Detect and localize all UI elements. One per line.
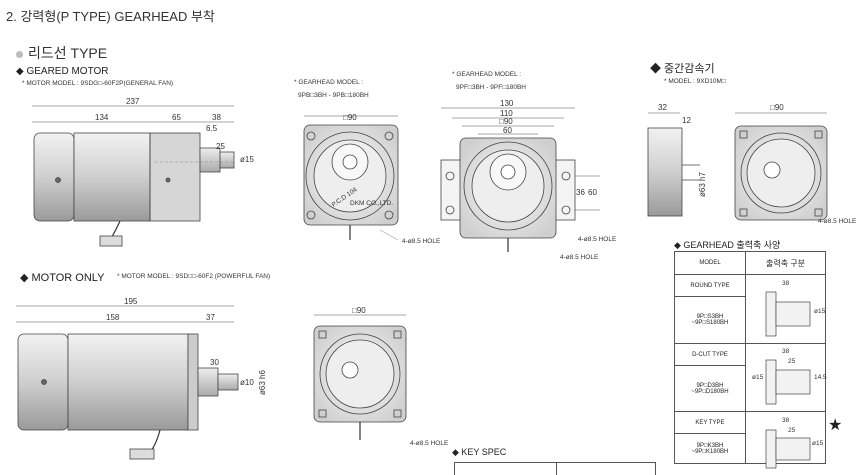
col-shaft-header: 출력축 구분: [745, 251, 826, 275]
star-icon: ★: [828, 417, 843, 434]
dim-237: 237: [126, 97, 140, 106]
dim-25: 25: [216, 142, 225, 151]
dim-key-25: 25: [788, 427, 796, 434]
intermediate-heading: ◆ 중간감속기: [650, 63, 715, 75]
dim-round-38: 38: [782, 280, 790, 287]
row-models-key: 9P□K3BH~9P□K180BH: [674, 433, 746, 464]
dim-phi10: ø10: [240, 378, 254, 387]
gearhead-1-heading: * GEARHEAD MODEL :: [294, 79, 364, 86]
bullet-icon: [16, 50, 23, 58]
dim-30: 30: [210, 358, 219, 367]
gearhead-2-models: 9PF□3BH - 9PF□180BH: [456, 84, 526, 91]
hole-label-mo: 4-ø8.5 HOLE: [410, 440, 449, 447]
dim-60-top: 60: [503, 126, 512, 135]
dim-60-side: 60: [588, 188, 597, 197]
dim-110: 110: [500, 109, 513, 118]
geared-motor-side-view: [32, 105, 235, 247]
dim-134: 134: [95, 113, 109, 122]
dim-dcut-phi15: ø15: [752, 374, 764, 381]
section-title: 리드선 TYPE: [16, 43, 107, 63]
company-label-1: DKM CO.,LTD.: [350, 200, 394, 207]
dim-38: 38: [212, 113, 221, 122]
motor-only-side-view: [16, 305, 239, 460]
gearhead-output-table: MODEL 출력축 구분 ROUND TYPE 9P□S3BH~9P□S180B…: [674, 251, 826, 464]
key-spec-heading: ◆ KEY SPEC: [452, 447, 507, 457]
motor-only-front-view: [313, 314, 407, 440]
dim-65: 65: [172, 113, 181, 122]
hole-label-3: 4-ø8.5 HOLE: [560, 254, 599, 261]
dim-6-5: 6.5: [206, 124, 218, 133]
motor-only-model: * MOTOR MODEL : 9SD□□-60F2 (POWERFUL FAN…: [117, 273, 271, 280]
gearhead-2-front-view: [440, 107, 600, 252]
dim-32: 32: [658, 103, 667, 112]
dim-phi63h7: ø63 h7: [697, 172, 707, 197]
gearhead-1-front-view: [303, 115, 399, 241]
dim-12: 12: [682, 116, 691, 125]
motor-only-heading: ◆ MOTOR ONLY: [20, 272, 105, 284]
intermediate-model: * MODEL : 9XD10M□: [664, 78, 726, 85]
dim-dcut-25: 25: [788, 358, 796, 365]
intermediate-views: [647, 112, 828, 221]
section-title-text: 리드선 TYPE: [28, 45, 108, 61]
hole-label-int: 4-ø8.5 HOLE: [818, 218, 857, 225]
dim-sq90-int: □90: [770, 103, 784, 112]
gearhead-table-heading: ◆ GEARHEAD 출력축 사양: [674, 240, 781, 250]
dim-key-38: 38: [782, 417, 790, 424]
hole-label-1: 4-ø8.5 HOLE: [402, 238, 441, 245]
dim-phi15: ø15: [240, 155, 254, 164]
row-models-dcut: 9P□D3BH~9P□D180BH: [674, 365, 746, 412]
dim-37: 37: [206, 313, 215, 322]
row-models-round: 9P□S3BH~9P□S180BH: [674, 296, 746, 344]
hole-label-2: 4-ø8.5 HOLE: [578, 236, 617, 243]
dim-dcut-38: 38: [782, 348, 790, 355]
dim-phi63h6: ø63 h6: [257, 370, 267, 395]
gearhead-1-models: 9PB□3BH - 9PB□180BH: [298, 92, 369, 99]
geared-motor-model: * MOTOR MODEL : 9SDG□-60F2P(GENERAL FAN): [22, 80, 174, 87]
geared-motor-heading: ◆ GEARED MOTOR: [16, 66, 109, 77]
gearhead-2-heading: * GEARHEAD MODEL :: [452, 71, 522, 78]
dim-sq90-g2: □90: [499, 117, 513, 126]
dim-158: 158: [106, 313, 120, 322]
dim-key-phi15: ø15: [812, 440, 824, 447]
dim-195: 195: [124, 297, 138, 306]
dim-130: 130: [500, 99, 514, 108]
page-title: 2. 강력형(P TYPE) GEARHEAD 부착: [6, 9, 215, 24]
dim-sq90-g1: □90: [343, 113, 357, 122]
dim-36: 36: [576, 188, 585, 197]
dim-sq90-mo: □90: [352, 306, 366, 315]
key-spec-table: [454, 462, 656, 475]
dim-dcut-14-5: 14.5: [814, 374, 827, 381]
dim-round-phi15: ø15: [814, 308, 826, 315]
shaft-sketches: [765, 291, 811, 469]
